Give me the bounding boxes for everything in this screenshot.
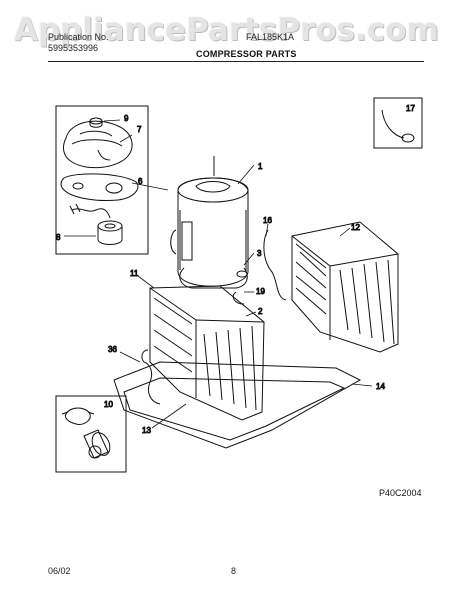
callout-9: 9: [124, 114, 129, 123]
header-rule: [48, 61, 424, 62]
callout-16: 16: [263, 216, 272, 225]
callout-17: 17: [406, 104, 415, 113]
condenser-coil: [291, 221, 399, 353]
callout-12: 12: [351, 223, 360, 232]
callout-14: 14: [376, 382, 385, 391]
callout-8: 8: [56, 233, 61, 242]
inset-part-10-box: [55, 395, 127, 473]
leader-lines: [64, 119, 373, 429]
callout-7: 7: [137, 125, 142, 134]
section-title: COMPRESSOR PARTS: [196, 49, 297, 59]
footer-page-number: 8: [231, 566, 237, 576]
callout-36: 36: [108, 345, 117, 354]
publication-number: 5995353996: [48, 43, 99, 53]
inset-overload-box: [55, 105, 149, 255]
callout-10: 10: [104, 400, 113, 409]
inset-part-17-box: [373, 97, 423, 149]
publication-label: Publication No.: [48, 32, 109, 42]
evaporator-coil: [149, 285, 265, 421]
callout-3: 3: [257, 249, 262, 258]
callout-11: 11: [130, 269, 139, 278]
model-number: FAL185K1A: [246, 32, 295, 42]
base-pan: [113, 361, 362, 449]
callout-13: 13: [142, 426, 151, 435]
callout-6: 6: [138, 177, 143, 186]
diagram-code: P40C2004: [379, 488, 422, 498]
compressor: [170, 156, 249, 305]
footer-date: 06/02: [48, 566, 71, 576]
callout-2: 2: [258, 307, 263, 316]
callout-19: 19: [256, 287, 265, 296]
callout-1: 1: [258, 162, 263, 171]
tubing: [141, 229, 287, 405]
watermark-logo: AppliancePartsPros.com: [14, 12, 439, 48]
